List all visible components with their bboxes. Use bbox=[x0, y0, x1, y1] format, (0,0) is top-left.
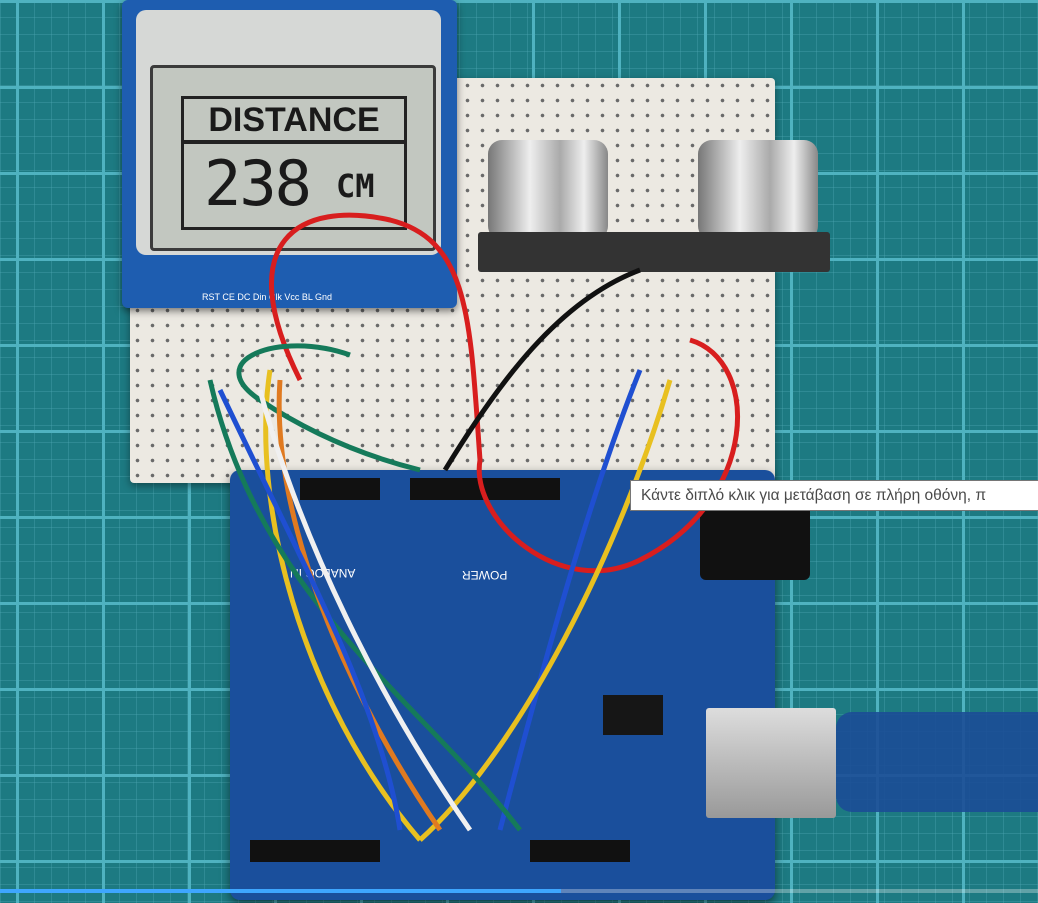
lcd-unit: CM bbox=[336, 167, 375, 205]
wire-black bbox=[442, 267, 641, 472]
wire-white bbox=[257, 389, 473, 832]
wire-red bbox=[269, 212, 740, 574]
ultrasonic-sensor bbox=[478, 140, 830, 278]
lcd-value: 238 bbox=[204, 147, 312, 220]
seek-bar[interactable] bbox=[0, 889, 1038, 893]
lcd-screen: DISTANCE 238 CM bbox=[150, 65, 436, 251]
wire-blue bbox=[497, 369, 643, 831]
chip bbox=[603, 695, 663, 735]
tooltip: Κάντε διπλό κλικ για μετάβαση σε πλήρη ο… bbox=[630, 480, 1038, 511]
usb-cable bbox=[836, 712, 1038, 812]
lcd-pin-labels: RST CE DC Din Clk Vcc BL Gnd bbox=[202, 292, 333, 302]
lcd-module: DISTANCE 238 CM RST CE DC Din Clk Vcc BL… bbox=[122, 0, 457, 308]
wire-blue-2 bbox=[217, 388, 403, 831]
power-jack bbox=[700, 500, 810, 580]
wire-green bbox=[207, 343, 522, 832]
wire-orange bbox=[276, 379, 443, 832]
usb-port bbox=[706, 708, 836, 818]
seek-bar-progress bbox=[0, 889, 561, 893]
wire-yellow bbox=[263, 369, 673, 842]
